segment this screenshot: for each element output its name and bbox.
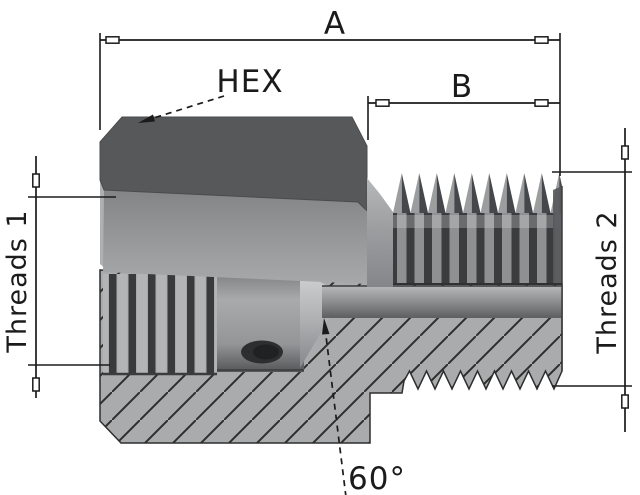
dim-t1-arrow-top	[32, 173, 40, 188]
callout-hex: HEX	[138, 64, 283, 123]
male-thread-crests	[393, 173, 562, 213]
hex-leader-line	[143, 95, 225, 122]
female-thread-block	[103, 274, 217, 374]
hex-label: HEX	[216, 64, 283, 100]
dim-b-arrow-right	[534, 99, 549, 107]
dim-b-arrow-left	[375, 99, 390, 107]
dim-t2-arrow-top	[621, 145, 629, 160]
dimension-b: B	[367, 69, 560, 140]
dim-a-arrow-left	[105, 36, 120, 44]
thread-end-chamfer	[553, 186, 562, 284]
hex-front-face	[103, 190, 367, 284]
dim-t1-arrow-bottom	[32, 377, 40, 392]
dimension-threads2: Threads 2	[552, 128, 632, 432]
angle-leader-arrowhead	[322, 318, 330, 335]
dim-t2-label: Threads 2	[592, 210, 623, 354]
angle-label: 60°	[348, 461, 406, 495]
callout-angle: 60°	[322, 318, 406, 495]
hex-top-face	[99, 116, 368, 213]
dim-t1-label: Threads 1	[2, 209, 33, 353]
male-thread-highlight	[393, 215, 562, 228]
small-bore-cylinder	[322, 286, 562, 318]
dim-t2-arrow-bottom	[621, 394, 629, 409]
fitting-illustration	[99, 116, 563, 444]
dimension-threads1: Threads 1	[2, 156, 116, 398]
dim-a-arrow-right	[534, 36, 549, 44]
thread-shoulder	[367, 178, 393, 287]
dim-a-label: A	[324, 6, 346, 42]
hex-leader-arrowhead	[138, 114, 155, 123]
male-thread-flanks	[393, 213, 562, 284]
dim-b-label: B	[451, 69, 473, 105]
drilled-port-hole-inner	[253, 344, 279, 360]
dimension-a: A	[99, 6, 561, 176]
